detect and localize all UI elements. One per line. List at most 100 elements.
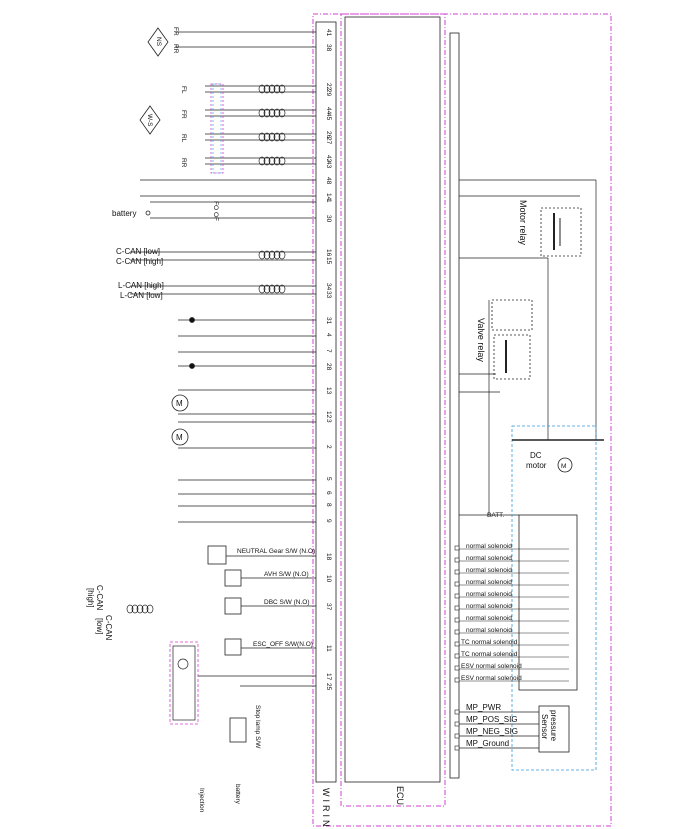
solenoid-terminal — [454, 617, 460, 623]
pin-number: 6 — [325, 491, 332, 495]
ccan-label-2: [high] — [86, 588, 95, 608]
pin-number: 25 — [325, 683, 332, 691]
pin-number: 33 — [325, 291, 332, 299]
dc-motor-label-2: motor — [526, 461, 547, 470]
twisted-pair-loop — [263, 84, 271, 94]
twisted-pair-loop — [258, 156, 266, 166]
solenoid-label: normal solenoid — [466, 603, 512, 610]
label-rl: RL — [180, 134, 187, 143]
twisted-pair-loop — [258, 108, 266, 118]
pin-number: 8 — [325, 503, 332, 507]
pressure-terminal — [454, 721, 460, 727]
pin-number: 2 — [325, 445, 332, 449]
pin-number: 41 — [325, 29, 332, 37]
pin-number: 34 — [325, 283, 332, 291]
label-fr2: FR — [180, 110, 187, 119]
batt-label: BATT. — [487, 512, 504, 519]
pin-number: 30 — [325, 215, 332, 223]
solenoid-list: normal solenoid normal solenoid normal sol… — [454, 543, 569, 683]
label-fo: FO — [212, 201, 219, 210]
dc-motor-label-1: DC — [530, 451, 542, 460]
svg-text:M: M — [561, 463, 566, 470]
twisted-pair-loop — [273, 284, 281, 294]
twisted-pair-loop — [278, 284, 286, 294]
junction-dot — [189, 317, 195, 323]
pin-number: 26 — [325, 131, 332, 139]
pressure-sensor — [538, 705, 570, 753]
pressure-line-label: MP_NEG_SIG — [466, 727, 518, 736]
solenoid-terminal — [454, 653, 460, 659]
twisted-pair-loop — [126, 604, 134, 614]
pressure-line-label: MP_POS_SIG — [466, 715, 518, 724]
twisted-pair-loop — [258, 84, 266, 94]
label-lcan-low: L-CAN [low] — [120, 291, 163, 300]
twisted-pair-loop — [278, 84, 286, 94]
ccan-label-1: C-CAN — [95, 585, 104, 611]
solenoid-block — [518, 514, 578, 691]
valve-relay-label: Valve relay — [476, 318, 486, 362]
twisted-pair-loop — [268, 250, 276, 260]
pin-number: 10 — [325, 575, 332, 583]
label-dbc-sw: DBC S/W (N.O) — [264, 599, 310, 606]
pressure-terminal — [454, 709, 460, 715]
twisted-pair-loop — [146, 604, 154, 614]
label-stop-lamp: Stop lamp S/W — [254, 705, 261, 749]
label-battery-bottom: battery — [234, 784, 241, 805]
pin-number: 14 — [325, 193, 332, 201]
motor-icon-1: M — [171, 394, 189, 412]
solenoid-label: normal solenoid — [466, 627, 512, 634]
twisted-pair-loop — [258, 284, 266, 294]
pin-number: 12 — [325, 411, 332, 419]
pin-number: 16 — [325, 249, 332, 257]
solenoid-terminal — [454, 677, 460, 683]
wheel-sensor-group: W-S FL FR RL RR — [139, 83, 224, 174]
twisted-pair-loop — [278, 108, 286, 118]
pin-number: 42 — [325, 155, 332, 163]
valve-relay — [491, 299, 533, 380]
twisted-pair-loop — [131, 604, 139, 614]
pin-number: 29 — [325, 89, 332, 97]
label-lcan-high: L-CAN [high] — [118, 281, 164, 290]
label-fr: FR — [172, 27, 179, 36]
wiring-label: WIRING — [321, 788, 331, 829]
label-rr2: RR — [180, 158, 187, 168]
pin-number: 4 — [325, 333, 332, 337]
solenoid-terminal — [454, 557, 460, 563]
solenoid-label: TC normal solenoid — [461, 639, 518, 646]
twisted-pair-loop — [258, 132, 266, 142]
pin-number: 13 — [325, 387, 332, 395]
twisted-pair-loop — [273, 84, 281, 94]
pressure-terminal — [454, 745, 460, 751]
solenoid-label: normal solenoid — [466, 555, 512, 562]
twisted-pair-loop — [273, 250, 281, 260]
twisted-pair-loop — [136, 604, 144, 614]
twisted-pair-loop — [278, 132, 286, 142]
motor-icon-2: M — [171, 428, 189, 446]
pin-number: 9 — [325, 519, 332, 523]
solenoid-label: normal solenoid — [466, 591, 512, 598]
solenoid-label: ESV normal solenoid — [461, 675, 522, 682]
wiring-connector — [315, 21, 337, 783]
solenoid-terminal — [454, 641, 460, 647]
pin-number: 18 — [325, 553, 332, 561]
twisted-pair-loop — [268, 84, 276, 94]
twisted-pair-loop — [263, 132, 271, 142]
twisted-pair-loop — [273, 132, 281, 142]
wheel-sensor-front: NS FR RR — [147, 27, 179, 57]
pin-number: 28 — [325, 363, 332, 371]
pin-number: 43 — [325, 161, 332, 169]
svg-text:W-S: W-S — [146, 114, 153, 127]
pin-number: 45 — [325, 113, 332, 121]
solenoid-terminal — [454, 665, 460, 671]
ecu-inner-boundary — [340, 13, 446, 807]
twisted-pair-loop — [278, 156, 286, 166]
twisted-pair-loop — [263, 250, 271, 260]
pressure-label-1: pressure — [549, 710, 558, 742]
solenoid-label: ESV normal solenoid — [461, 663, 522, 670]
label-ccan-low: C-CAN [low] — [116, 247, 160, 256]
pressure-line-label: MP_Ground — [466, 739, 509, 748]
ecu-body — [344, 16, 441, 783]
